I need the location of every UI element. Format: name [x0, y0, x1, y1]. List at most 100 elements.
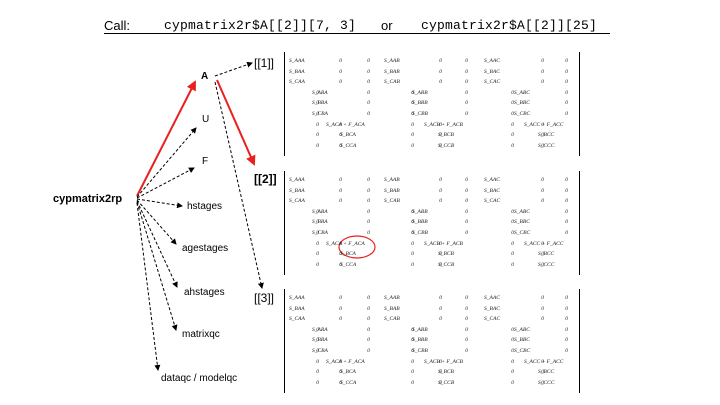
matrix-cell: 0 [465, 187, 468, 194]
matrix-cell: 0 [367, 58, 370, 64]
matrix-cell: 0 [367, 230, 370, 236]
matrix-cell: S_CAC [484, 198, 501, 205]
matrix-cell: 0 [316, 369, 319, 376]
matrix-cell: 0 [339, 187, 342, 194]
matrix-cell: S_ABC [514, 89, 530, 96]
matrix-cell: 0 [439, 358, 442, 365]
matrix-cell: 0 [367, 208, 370, 215]
matrix-cell: S_CAB [384, 79, 400, 86]
matrix-cell: 0 [541, 261, 544, 268]
matrix-cell: 0 [541, 187, 544, 194]
matrix-cell: 0 [439, 198, 442, 205]
matrix-cell: S_CAB [384, 316, 400, 323]
matrix-cell: 0 [511, 326, 514, 333]
matrix-cell: 0 [367, 295, 370, 301]
matrix-cell: 0 [511, 121, 514, 128]
matrix-cell: S_ABA [312, 208, 328, 215]
matrix-cell: 0 [367, 337, 370, 344]
matrix-cell: 0 [511, 230, 514, 236]
matrix-cell: 0 [541, 142, 544, 149]
matrix-cell: S_BCB [438, 132, 454, 139]
matrix-cell: S_AAA [289, 177, 305, 183]
matrix-cell: S_CBA [312, 348, 328, 354]
matrix-cell: 0 [465, 198, 468, 205]
matrix-cell: 0 [565, 337, 568, 344]
matrix-cell: 0 [316, 348, 319, 354]
matrix-cell: S_ACC + F_ACC [524, 358, 564, 365]
matrix-cell: 0 [511, 358, 514, 365]
matrix-cell: 0 [541, 68, 544, 75]
matrix-cell: S_AAC [484, 295, 500, 301]
matrix-cell: 0 [411, 251, 414, 258]
matrix-cell: 0 [439, 79, 442, 86]
matrix-cell: S_CAA [289, 316, 305, 323]
matrix-cell: S_ACC + F_ACC [524, 240, 564, 247]
matrix-cell: S_BBA [312, 337, 328, 344]
edge-root-to-hstages [136, 198, 183, 209]
child-node-ahstages: ahstages [184, 287, 225, 298]
matrix-cell: S_BAA [289, 68, 305, 75]
matrix-cell: S_CCC [538, 261, 555, 268]
matrix-cell: S_ACA + F_ACA [326, 240, 365, 247]
matrix-cell: 0 [541, 79, 544, 86]
matrix-cell: 0 [465, 295, 468, 301]
matrix-label-3: [[3]] [254, 291, 275, 305]
matrix-cell: 0 [511, 142, 514, 149]
call-example-b: cypmatrix2r$A[[2]][25] [421, 18, 598, 33]
child-node-dataqc-modelqc: dataqc / modelqc [161, 373, 238, 384]
matrix-cell: 0 [339, 121, 342, 128]
matrix-cell: 0 [367, 305, 370, 312]
matrix-cell: S_CAA [289, 198, 305, 205]
child-node-agestages: agestages [182, 243, 229, 254]
matrix-cell: 0 [439, 379, 442, 386]
matrix-bracket-left [284, 171, 288, 275]
matrix-cell: 0 [367, 100, 370, 107]
edge-A-to-matrix-2 [216, 79, 256, 166]
matrix-cell: S_BAA [289, 187, 305, 194]
matrix-cell: 0 [465, 219, 468, 226]
matrix-cell: S_BAB [384, 187, 400, 194]
matrix-cell: 0 [541, 358, 544, 365]
edge-A-to-matrix-3 [214, 81, 264, 289]
matrix-cell: 0 [316, 121, 319, 128]
matrix-cell: S_ABB [412, 208, 428, 215]
matrix-cell: S_CAC [484, 79, 501, 86]
matrix-cell: S_CCA [340, 261, 357, 268]
matrix-cell: 0 [339, 142, 342, 149]
matrix-cell: 0 [367, 219, 370, 226]
matrix-bracket-left [284, 52, 288, 156]
matrix-cell: S_CBA [312, 230, 328, 236]
matrix-cell: S_CCB [438, 379, 455, 386]
matrix-cell: 0 [465, 305, 468, 312]
matrix-cell: 0 [511, 261, 514, 268]
matrix-cell: S_BAC [484, 68, 500, 75]
matrix-bracket-right [576, 171, 580, 275]
matrix-cell: 0 [339, 58, 342, 64]
matrix-cell: S_BCC [538, 369, 555, 376]
matrix-cell: S_CAA [289, 79, 305, 86]
matrix-cell: 0 [565, 58, 568, 64]
matrix-cell: 0 [439, 369, 442, 376]
matrix-cell: 0 [565, 177, 568, 183]
matrix-cell: S_CAB [384, 198, 400, 205]
matrix-cell: S_ACB + F_ACB [424, 121, 463, 128]
matrix-cell: S_ACC + F_ACC [524, 121, 564, 128]
matrix-cell: 0 [565, 316, 568, 323]
matrix-cell: S_AAA [289, 58, 305, 64]
matrix-cell: 0 [411, 230, 414, 236]
matrix-cell: 0 [465, 177, 468, 183]
matrix-cell: S_ACB + F_ACB [424, 358, 463, 365]
matrix-cell: 0 [367, 177, 370, 183]
matrix-cell: S_AAB [384, 58, 400, 64]
